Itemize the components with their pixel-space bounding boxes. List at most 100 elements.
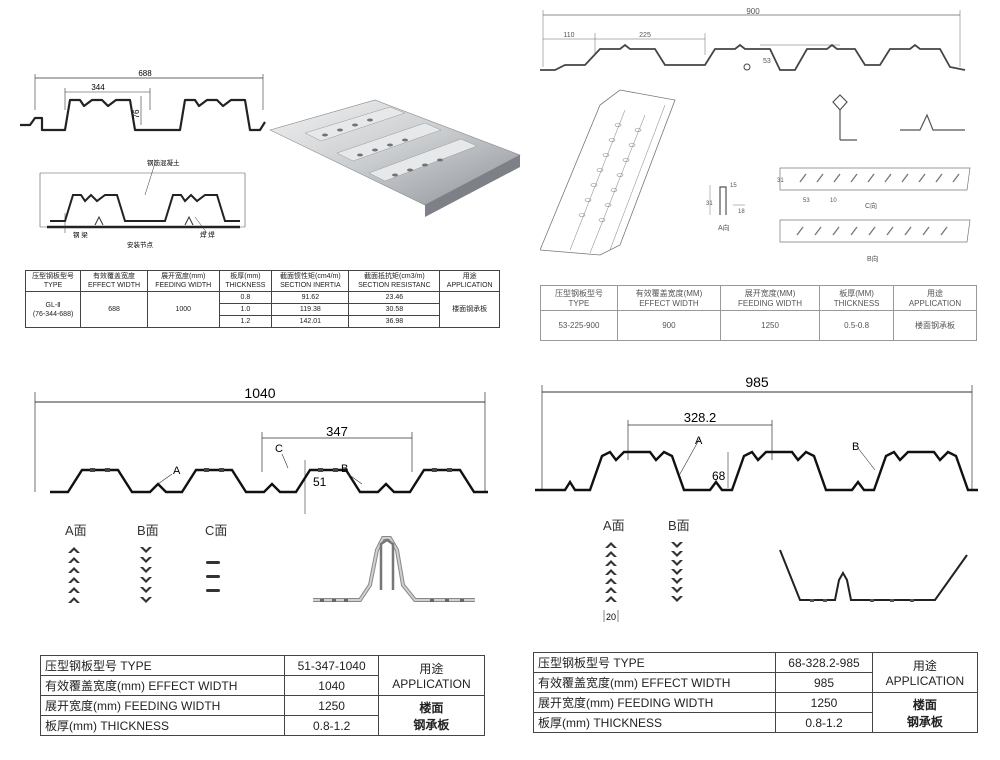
tl-pitch-dim: 344: [91, 83, 105, 92]
tl-resist-cell: 30.58: [348, 303, 441, 316]
tr-h-dim: 53: [763, 58, 771, 65]
br-thk-label: 板厚(mm) THICKNESS: [532, 712, 777, 733]
bl-height-dim: 51: [313, 475, 327, 489]
br-face-b-label: B面: [668, 518, 690, 533]
tl-app-cell: 楼面钢承板: [439, 291, 500, 328]
br-app-value: 楼面钢承板: [871, 692, 979, 733]
tl-thk-cell: 1.2: [218, 315, 273, 328]
tl-install-detail: 钢筋混凝土 钢 梁 焊 焊 安装节点: [39, 158, 246, 249]
tr-width-dim: 900: [746, 7, 760, 16]
tr-clip-icons: [832, 94, 965, 141]
tr-hole-strip-b: B向: [779, 219, 971, 263]
tr-b-dim: 225: [639, 32, 651, 39]
tr-hole-d2: 53: [803, 198, 810, 204]
tl-height-dim: 76: [132, 109, 141, 118]
tr-rib-detail: 31 15 18 A向: [706, 183, 745, 232]
bl-profile-drawing: 1040 347 51 A B C: [34, 385, 488, 514]
bl-type-label: 压型钢板型号 TYPE: [39, 655, 286, 676]
tl-header-resist: 截面抵抗矩(cm3/m)SECTION RESISTANC: [348, 270, 441, 292]
br-feeding-value: 1250: [775, 692, 873, 713]
bl-c-label: C: [275, 443, 283, 455]
tl-width-dim: 688: [138, 70, 152, 78]
tl-beam-label: 钢 梁: [73, 230, 88, 239]
tl-feeding-cell: 1000: [146, 291, 220, 328]
br-height-dim: 68: [712, 469, 726, 483]
tl-header-inertia: 截面惯性矩(cm4/m)SECTION INERTIA: [271, 270, 350, 292]
tl-header-feeding: 展开宽度(mm)FEEDING WIDTH: [146, 270, 220, 292]
tl-install-caption: 安装节点: [127, 240, 154, 249]
tr-app-cell: 楼面钢承板: [893, 310, 977, 341]
bl-pitch-dim: 347: [326, 424, 348, 439]
bl-a-label: A: [173, 465, 181, 477]
tl-resist-cell: 23.46: [348, 291, 441, 304]
bl-face-b-label: B面: [137, 523, 159, 538]
tr-detail-d3: 18: [738, 209, 745, 215]
tr-type-cell: 53-225-900: [540, 310, 618, 341]
bl-face-c-label: C面: [205, 523, 228, 538]
tr-detail-label: A向: [718, 223, 730, 232]
bl-type-value: 51-347-1040: [284, 655, 379, 676]
tr-hole-d3: 10: [830, 198, 837, 204]
tr-hole-d1: 31: [777, 178, 784, 184]
tl-resist-cell: 36.98: [348, 315, 441, 328]
tr-header-feeding: 展开宽度(MM)FEEDING WIDTH: [719, 285, 821, 311]
tl-inertia-cell: 91.62: [271, 291, 350, 304]
bl-feeding-label: 展开宽度(mm) FEEDING WIDTH: [39, 695, 286, 716]
bl-face-a-label: A面: [65, 523, 87, 538]
tr-effect-cell: 900: [616, 310, 721, 341]
tr-feeding-cell: 1250: [719, 310, 821, 341]
tl-thk-cell: 1.0: [218, 303, 273, 316]
tr-detail-d2: 15: [730, 183, 737, 189]
bl-feeding-value: 1250: [284, 695, 379, 716]
tr-deck-3d-drawing: [540, 89, 676, 256]
br-type-value: 68-328.2-985: [775, 652, 873, 673]
br-b-label: B: [852, 441, 859, 453]
bl-thk-label: 板厚(mm) THICKNESS: [39, 715, 286, 736]
tl-profile-drawing: 688 344 76: [20, 70, 266, 132]
tr-thk-cell: 0.5-0.8: [819, 310, 895, 341]
bl-width-dim: 1040: [244, 385, 275, 401]
tl-thk-cell: 0.8: [218, 291, 273, 304]
tl-inertia-cell: 119.38: [271, 303, 350, 316]
tr-b-label: B向: [867, 254, 879, 263]
bl-app-value: 楼面钢承板: [377, 695, 486, 736]
tl-deck-3d-image: [269, 99, 521, 217]
br-small-dim: 20: [606, 612, 616, 622]
tr-c-label: C向: [865, 201, 877, 210]
br-embossing-patterns: 20: [603, 542, 683, 622]
tl-inertia-cell: 142.01: [271, 315, 350, 328]
bl-thk-value: 0.8-1.2: [284, 715, 379, 736]
tr-header-thickness: 板厚(MM)THICKNESS: [819, 285, 895, 311]
br-effect-value: 985: [775, 672, 873, 693]
br-thk-value: 0.8-1.2: [775, 712, 873, 733]
br-face-a-label: A面: [603, 518, 625, 533]
tr-a-dim: 110: [563, 32, 574, 39]
br-width-dim: 985: [745, 374, 769, 390]
tr-detail-d1: 31: [706, 201, 713, 207]
tr-header-effect: 有效覆盖宽度(MM)EFFECT WIDTH: [616, 285, 721, 311]
br-a-label: A: [695, 435, 703, 447]
bl-effect-label: 有效覆盖宽度(mm) EFFECT WIDTH: [39, 675, 286, 696]
tl-concrete-label: 钢筋混凝土: [147, 158, 180, 167]
tl-weld-label: 焊 焊: [200, 230, 215, 239]
br-feeding-label: 展开宽度(mm) FEEDING WIDTH: [532, 692, 777, 713]
tl-effect-cell: 688: [80, 291, 148, 328]
br-type-label: 压型钢板型号 TYPE: [532, 652, 777, 673]
br-pitch-dim: 328.2: [684, 410, 717, 425]
tl-header-thickness: 板厚(mm)THICKNESS: [218, 270, 273, 292]
bl-rib-section: [313, 536, 475, 602]
br-rib-section: [779, 549, 968, 602]
tl-type-cell: GL-Ⅱ(76-344-688): [24, 291, 82, 328]
tr-hole-strip-c: 31 53 10 C向: [777, 167, 971, 210]
bl-embossing-patterns: [68, 547, 220, 603]
bl-effect-value: 1040: [284, 675, 379, 696]
